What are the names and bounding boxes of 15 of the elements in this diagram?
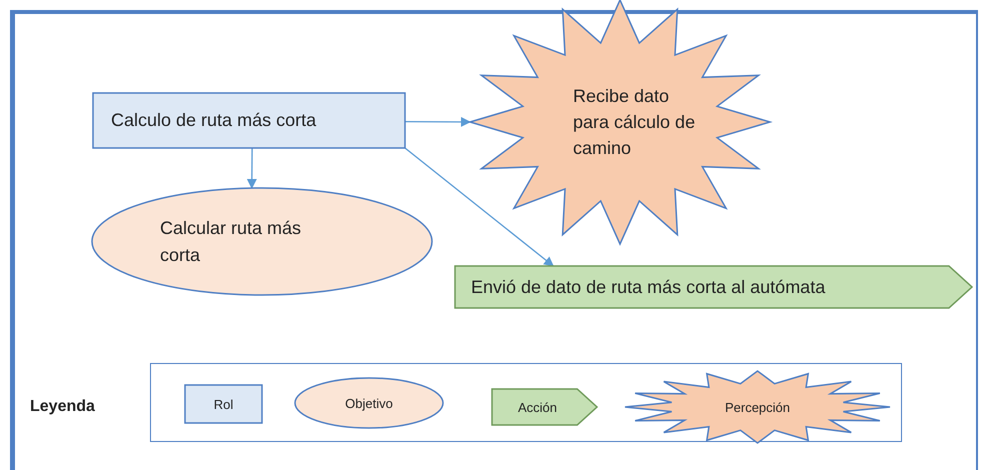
perception-starburst bbox=[470, 0, 770, 244]
node-text: Calcular ruta más corta bbox=[160, 217, 302, 266]
arrow bbox=[246, 148, 257, 189]
node-text: Recibe dato para cálculo de camino bbox=[573, 84, 696, 160]
role-box bbox=[93, 93, 405, 148]
legend-text: Rol bbox=[214, 396, 234, 412]
legend-text: Acción bbox=[518, 400, 558, 414]
node-text: Envió de dato de ruta más corta al autómata bbox=[471, 276, 826, 299]
legend-title: Leyenda bbox=[30, 398, 95, 416]
goal-ellipse bbox=[92, 188, 432, 295]
legend-text: Objetivo bbox=[345, 396, 393, 410]
legend-text: Percepción bbox=[724, 400, 790, 414]
node-text: Calculo de ruta más corta bbox=[111, 109, 316, 132]
arrow bbox=[405, 116, 471, 127]
arrow bbox=[404, 148, 554, 267]
